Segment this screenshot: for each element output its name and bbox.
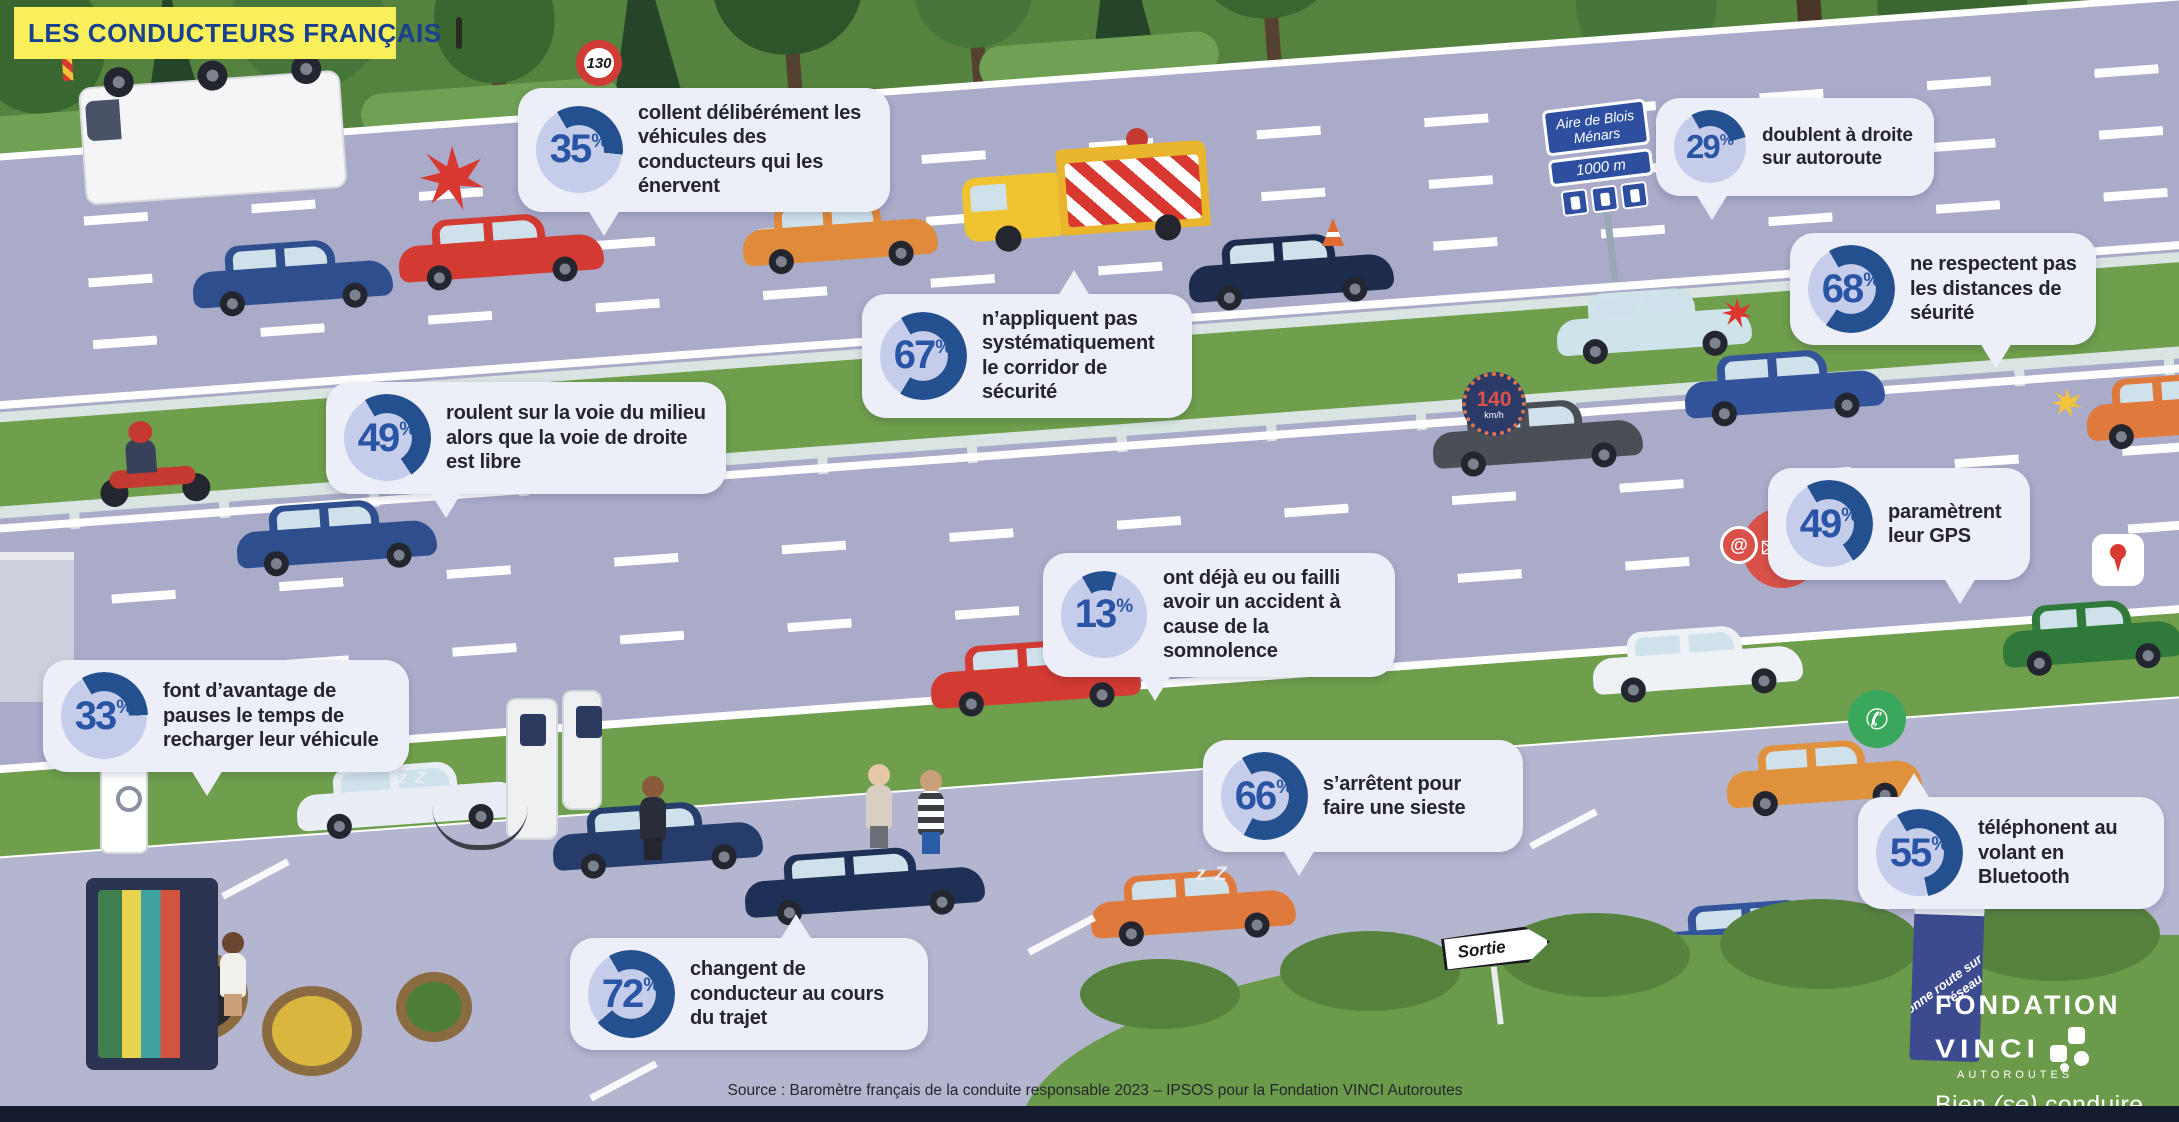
- fondation-vinci-logo: FONDATION VINCI AUTOROUTES Bien (se) con…: [1935, 990, 2165, 1120]
- donut-chart: 13%: [1061, 571, 1147, 658]
- car-illustration: [2000, 592, 2179, 678]
- donut-chart: 66%: [1221, 753, 1307, 839]
- stat-bubble-middle-lane: 49% roulent sur la voie du milieu alors …: [326, 382, 726, 518]
- stat-text: collent délibérément les véhicules des c…: [638, 102, 862, 198]
- driver-talking: [914, 770, 948, 854]
- title-banner: LES CONDUCTEURS FRANÇAIS: [14, 7, 462, 59]
- footer-bar: [0, 1106, 2179, 1122]
- speed-limit-sign: 130: [576, 40, 622, 86]
- logo-autoroutes-text: AUTOROUTES: [1957, 1069, 2074, 1081]
- billboard-kiosk: [86, 878, 218, 1070]
- stat-percent: 55%: [1889, 830, 1949, 875]
- stat-percent: 33%: [74, 693, 134, 738]
- sleep-zzz: z Z: [398, 768, 428, 787]
- stat-percent: 29%: [1686, 128, 1734, 165]
- rest-area-sign: Aire de Blois Ménars 1000 m: [1541, 98, 1667, 288]
- car-illustration: [1682, 341, 1887, 429]
- donut-chart: 33%: [61, 673, 147, 759]
- stat-percent: 67%: [893, 333, 953, 378]
- stat-text: ne respectent pas les distances de séuri…: [1910, 253, 2077, 325]
- french-flag-icon: [455, 17, 462, 49]
- vinci-symbol-icon: [2050, 1027, 2094, 1073]
- stat-text: n’appliquent pas systématiquement le cor…: [982, 308, 1155, 404]
- stat-percent: 66%: [1234, 773, 1294, 818]
- stat-bubble-ev-charge-break: 33% font d’avantage de pauses le temps d…: [43, 660, 409, 796]
- exit-sign-label: Sortie: [1456, 937, 1507, 962]
- stat-text: doublent à droite sur autoroute: [1762, 124, 1913, 169]
- stat-text: font d’avantage de pauses le temps de re…: [163, 680, 379, 752]
- stat-text: changent de conducteur au cours du traje…: [690, 958, 885, 1030]
- stat-bubble-driver-change: 72% changent de conducteur au cours du t…: [570, 914, 928, 1050]
- pedestrian: [636, 776, 670, 860]
- sleep-zzz: z Z: [1196, 864, 1229, 885]
- pedestrian-with-bag: [216, 932, 250, 1016]
- service-truck-illustration: [958, 119, 1216, 254]
- stat-bubble-tailgating: 35% collent délibérément les véhicules d…: [518, 88, 890, 236]
- car-illustration: [396, 205, 606, 293]
- stat-bubble-overtake-right: 29% doublent à droite sur autoroute: [1656, 98, 1934, 220]
- stat-bubble-safety-corridor: 67% n’appliquent pas systématiquement le…: [862, 270, 1192, 418]
- stat-bubble-gps-setup: 49% paramètrent leur GPS: [1768, 468, 2030, 604]
- car-illustration: [1590, 617, 1805, 705]
- exit-sign: Sortie: [1441, 924, 1560, 1030]
- trash-bin-green: [396, 972, 472, 1042]
- stat-text: téléphonent au volant en Bluetooth: [1978, 817, 2118, 889]
- donut-chart: 72%: [588, 951, 674, 1037]
- grass-hill: [1020, 887, 2179, 1122]
- stat-bubble-safe-distance: 68% ne respectent pas les distances de s…: [1790, 233, 2096, 369]
- phone-call-icon: ✆: [1848, 690, 1906, 748]
- stat-percent: 49%: [357, 415, 417, 460]
- at-sign-icon: @: [1720, 526, 1758, 564]
- donut-chart: 49%: [344, 395, 430, 481]
- trash-bin-yellow: [262, 986, 362, 1076]
- motorcycle-illustration: [93, 404, 219, 508]
- ev-charging-station: [562, 690, 602, 810]
- donut-chart: 35%: [536, 106, 622, 193]
- stat-percent: 35%: [549, 127, 609, 172]
- stat-percent: 49%: [1799, 501, 1859, 546]
- page-title: LES CONDUCTEURS FRANÇAIS: [28, 17, 442, 48]
- car-illustration: [190, 231, 395, 319]
- donut-chart: 67%: [880, 312, 966, 399]
- donut-chart: 49%: [1786, 481, 1872, 567]
- stat-bubble-bluetooth-call: 55% téléphonent au volant en Bluetooth: [1858, 773, 2164, 909]
- gps-pin-icon: [2092, 534, 2144, 586]
- donut-chart: 29%: [1674, 111, 1746, 183]
- noise-wall: [0, 552, 74, 702]
- logo-fondation-text: FONDATION: [1935, 990, 2121, 1020]
- charging-cable: [432, 806, 528, 850]
- stat-text: paramètrent leur GPS: [1888, 500, 2002, 547]
- car-illustration: [234, 491, 439, 579]
- stat-bubble-nap-stop: 66% s’arrêtent pour faire une sieste: [1203, 740, 1523, 876]
- stat-text: ont déjà eu ou failli avoir un accident …: [1163, 567, 1341, 663]
- donut-chart: 55%: [1876, 810, 1962, 896]
- logo-vinci-wordmark: VINCI: [1935, 1035, 2041, 1064]
- stat-bubble-drowsiness: 13% ont déjà eu ou failli avoir un accid…: [1043, 553, 1395, 701]
- info-sign: [100, 766, 148, 854]
- stat-text: roulent sur la voie du milieu alors que …: [446, 402, 706, 474]
- stat-percent: 68%: [1821, 266, 1881, 311]
- stat-text: s’arrêtent pour faire une sieste: [1323, 772, 1466, 819]
- donut-chart: 68%: [1808, 246, 1894, 332]
- driver-talking: [862, 764, 896, 848]
- stat-percent: 13%: [1074, 592, 1134, 637]
- stat-percent: 72%: [601, 971, 661, 1016]
- speedometer-icon: 140 km/h: [1462, 372, 1526, 436]
- car-illustration: [1186, 225, 1396, 313]
- source-credit: Source : Baromètre français de la condui…: [727, 1082, 1463, 1099]
- car-illustration: [2084, 367, 2179, 452]
